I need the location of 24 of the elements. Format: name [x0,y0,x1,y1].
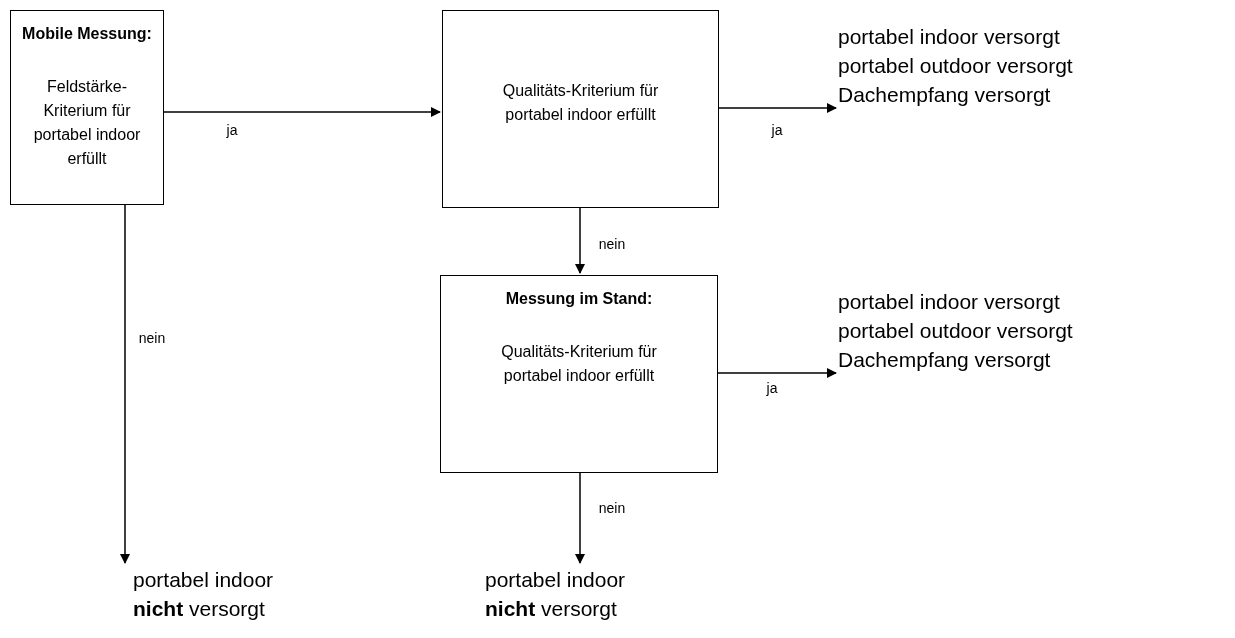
box-text: Qualitäts-Kriterium für portabel indoor erfüllt [501,81,660,125]
arrow [718,103,837,113]
arrow [717,368,837,378]
result-text: portabel indoor nicht versorgt [133,565,303,623]
arrow [575,207,585,274]
box-heading: Mobile Messung: [22,24,152,44]
edge-label: ja [769,122,785,138]
edge-label: nein [136,330,168,346]
result-text: portabel indoor versorgt portabel outdoor versorgt Dachempfang versorgt [838,22,1138,109]
edge-label: ja [764,380,780,396]
process-box [442,10,719,208]
arrow [120,204,130,564]
box-text: Qualitäts-Kriterium für portabel indoor erfüllt [500,342,658,386]
edge-label: ja [224,122,240,138]
box-text: Feldstärke-Kriterium für portabel indoor erfüllt [32,77,142,169]
arrow [163,107,441,117]
result-text: portabel indoor nicht versorgt [485,565,655,623]
process-box [10,10,164,205]
arrow [575,472,585,564]
edge-label: nein [596,236,628,252]
result-text: portabel indoor versorgt portabel outdoor versorgt Dachempfang versorgt [838,287,1138,374]
edge-label: nein [596,500,628,516]
process-box [440,275,718,473]
box-heading: Messung im Stand: [505,289,653,309]
